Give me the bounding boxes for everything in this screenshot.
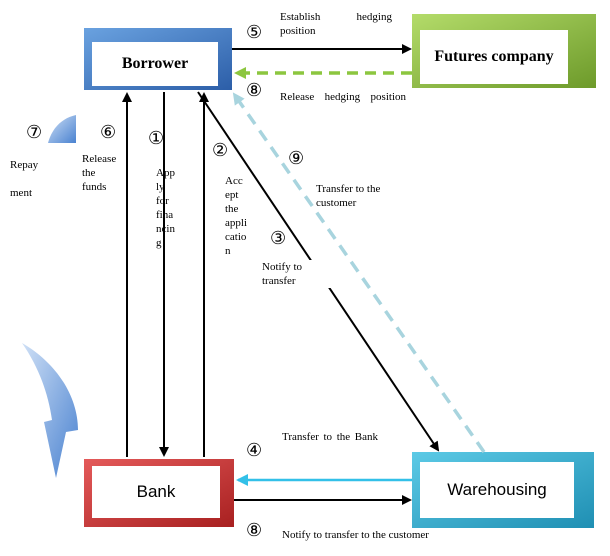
- futures-company-node: Futures company: [420, 30, 568, 84]
- transfer-to-customer-label: Transfer to the customer: [316, 183, 381, 209]
- bank-label: Bank: [136, 482, 176, 501]
- step-1-marker: ①: [148, 128, 165, 149]
- arrow-transfer-customer: [232, 92, 486, 454]
- futures-company-label: Futures company: [434, 48, 554, 65]
- release-hedging-label: Release hedging position: [280, 91, 406, 103]
- borrower-label: Borrower: [121, 55, 189, 72]
- step-7-marker: ⑦: [26, 122, 43, 143]
- repayment-curve-top: [48, 115, 76, 143]
- step-2-marker: ②: [212, 140, 229, 161]
- step-3-marker: ③: [270, 228, 287, 249]
- accept-application-label: Acc ept the appli catio n: [225, 175, 247, 257]
- borrower-node: Borrower: [92, 42, 218, 86]
- repayment-label: Repay ment: [10, 159, 39, 199]
- warehousing-node: Warehousing: [420, 462, 574, 518]
- notify-transfer-customer-label: Notify to transfer to the customer: [282, 529, 429, 541]
- apply-financing-label: App ly for fina ncin g: [156, 167, 175, 249]
- step-8-hedge-marker: ⑧: [246, 80, 263, 101]
- release-funds-label: Release the funds: [82, 153, 117, 193]
- bank-node: Bank: [92, 466, 220, 518]
- notify-to-transfer-label: Notify to transfer: [262, 260, 348, 288]
- step-9-marker: ⑨: [288, 148, 305, 169]
- warehousing-label: Warehousing: [447, 480, 547, 499]
- establish-hedging-label: Establish hedging position: [280, 11, 392, 37]
- step-6-marker: ⑥: [100, 122, 117, 143]
- step-4-marker: ④: [246, 440, 263, 461]
- step-5-marker: ⑤: [246, 22, 263, 43]
- step-8-notify-marker: ⑧: [246, 520, 263, 541]
- transfer-to-bank-label: Transfer to the Bank: [282, 431, 378, 443]
- repayment-curve-bottom: [22, 343, 78, 478]
